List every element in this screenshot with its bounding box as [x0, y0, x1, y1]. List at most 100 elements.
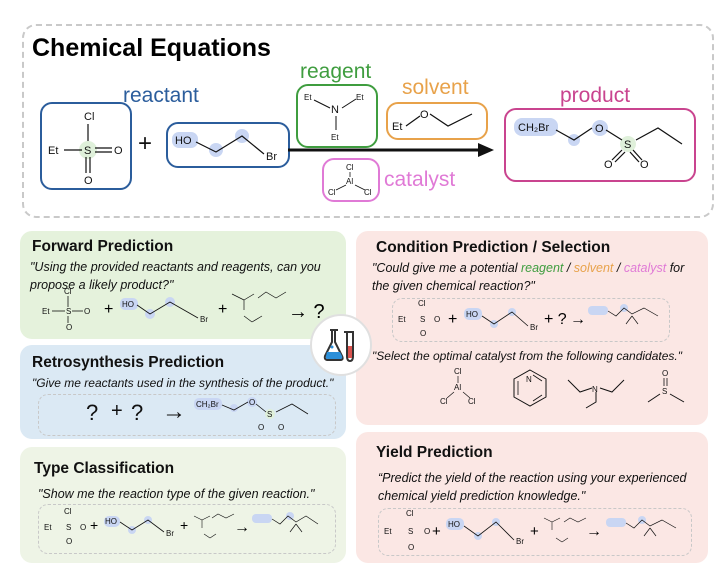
atom-cl: Cl [406, 509, 414, 518]
atom-cl: Cl [440, 397, 448, 406]
atom-s: S [420, 315, 425, 324]
solvent-word: solvent [573, 261, 614, 275]
forward-prediction-panel [20, 231, 346, 339]
atom-et: Et [48, 145, 58, 157]
atom-o: O [662, 369, 668, 378]
atom-et: Et [44, 523, 52, 532]
candidate-alcl3: Cl Al Cl Cl [440, 367, 476, 406]
reagent-label: reagent [300, 60, 372, 83]
plus-question: + ? [544, 311, 567, 328]
atom-et: Et [384, 527, 392, 536]
candidate-pyridine: N [513, 369, 547, 407]
atom-o-right: O [114, 145, 123, 157]
atom-cl: Cl [418, 299, 426, 308]
plus-sign: + [138, 130, 153, 157]
reaction-arrow [288, 143, 494, 157]
reactant-ethanesulfonyl-chloride: Cl Et S O O [40, 102, 132, 190]
atom-al: Al [346, 177, 353, 186]
molecule-drawing: Et O [392, 109, 473, 133]
condition-reaction: Cl Et S O O + HO Br + ? → [398, 299, 659, 338]
reagent-word: reagent [520, 261, 564, 275]
type-classification-panel [20, 447, 346, 563]
atom-br: Br [166, 529, 174, 538]
atom-br: Br [516, 537, 524, 546]
atom-cl: Cl [64, 507, 72, 516]
atom-o: O [408, 543, 414, 552]
atom-o: O [640, 159, 649, 171]
atom-cl: Cl [468, 397, 476, 406]
separator: / [563, 261, 574, 275]
atom-ho: HO [175, 135, 192, 147]
flask-icon [310, 314, 372, 376]
atom-o: O [66, 537, 72, 546]
condition-reaction-box [392, 298, 670, 342]
candidate-dmso: O S [647, 369, 685, 403]
retro-title: Retrosynthesis Prediction [32, 354, 225, 371]
atom-s: S [66, 523, 71, 532]
mini-reagents [193, 513, 235, 539]
atom-ch2br: CH₂Br [196, 400, 219, 409]
molecule-drawing: Et Et N Et [304, 93, 364, 142]
atom-o: O [84, 307, 90, 316]
yield-quote: “Predict the yield of the reaction using… [378, 471, 687, 503]
atom-s: S [408, 527, 413, 536]
retro-quote: "Give me reactants used in the synthesis… [32, 376, 334, 390]
plus-sign: + [104, 301, 113, 318]
molecule-drawing: HO Br [172, 129, 277, 163]
product-molecule: CH₂Br O S O O [504, 108, 696, 182]
molecule-drawing: Cl Et S O O [48, 111, 123, 187]
atom-et: Et [398, 315, 406, 324]
molecule-drawing: Cl Al Cl Cl [328, 163, 372, 197]
atom-n: N [331, 104, 339, 116]
reactant-label: reactant [123, 84, 199, 107]
question-mark: ? [86, 400, 99, 425]
forward-title: Forward Prediction [32, 238, 174, 255]
plus-sign: + [90, 517, 98, 533]
atom-et: Et [356, 93, 364, 102]
atom-s: S [662, 387, 667, 396]
atom-s: S [66, 307, 71, 316]
yield-title: Yield Prediction [376, 444, 493, 461]
atom-o: O [424, 527, 430, 536]
retro-product: CH₂Br O S O O [194, 397, 309, 432]
yield-reaction: Cl Et S O O + HO Br + → [384, 509, 677, 552]
plus-sign: + [432, 523, 441, 540]
plus-sign: + [218, 301, 227, 318]
reactant-bromoethanol: HO Br [166, 122, 290, 168]
plus-sign: + [448, 311, 457, 328]
type-reaction: Cl Et S O O + HO Br + → [44, 507, 319, 546]
atom-cl: Cl [454, 367, 462, 376]
forward-quote: "Using the provided reactants and reagen… [30, 260, 321, 292]
arrow: → [570, 311, 586, 328]
solvent-diethyl-ether: Et O [386, 102, 488, 140]
atom-s: S [624, 139, 631, 151]
atom-et: Et [42, 307, 50, 316]
atom-o: O [420, 329, 426, 338]
atom-n: N [526, 375, 532, 384]
atom-et: Et [392, 121, 402, 133]
condition-title: Condition Prediction / Selection [376, 239, 611, 256]
arrow: → [586, 523, 602, 540]
catalyst-label: catalyst [384, 168, 456, 191]
quote-text: "Could give me a potential [372, 261, 521, 275]
atom-o-bottom: O [84, 175, 93, 187]
atom-br: Br [266, 151, 277, 163]
arrow: → [234, 519, 250, 536]
atom-br: Br [530, 323, 538, 332]
atom-cl: Cl [328, 188, 336, 197]
catalyst-aluminum-chloride: Cl Al Cl Cl [322, 158, 380, 202]
atom-et: Et [304, 93, 312, 102]
atom-ch2br: CH₂Br [518, 122, 549, 134]
plus-sign: + [180, 517, 188, 533]
panel-title: Chemical Equations [32, 34, 271, 62]
catalyst-candidates: Cl Al Cl Cl N N O S [440, 367, 685, 409]
reagent-triethylamine: Et Et N Et [296, 84, 378, 148]
plus-sign: + [530, 523, 539, 540]
mini-reagents [543, 517, 587, 543]
quote-text: for the given chemical reaction?" [372, 261, 685, 293]
catalyst-word: catalyst [623, 261, 667, 275]
atom-s: S [84, 145, 91, 157]
atom-cl: Cl [346, 163, 354, 172]
atom-ho: HO [122, 300, 134, 309]
atom-o: O [66, 323, 72, 332]
